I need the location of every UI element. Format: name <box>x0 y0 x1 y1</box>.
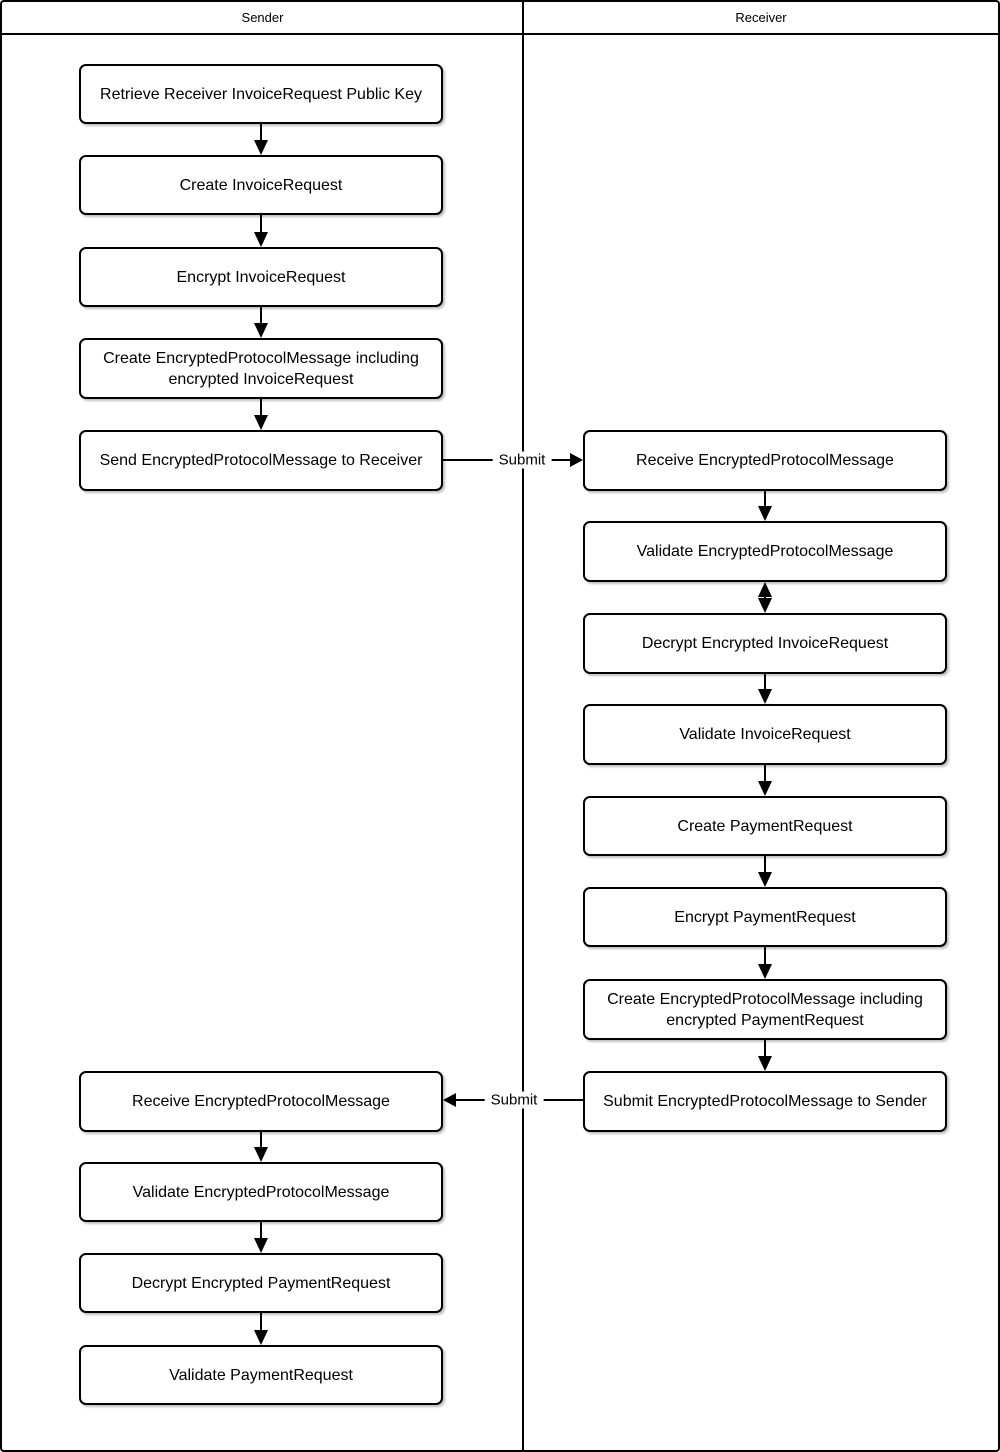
flow-box-encrypt-paymentrequest: Encrypt PaymentRequest <box>583 887 947 947</box>
arrow-line <box>764 491 766 507</box>
arrow-down-icon <box>758 689 772 704</box>
flow-box-validate-epm-sender: Validate EncryptedProtocolMessage <box>79 1162 443 1222</box>
arrow-down-icon <box>254 232 268 247</box>
arrow-line <box>260 1132 262 1148</box>
arrow-right-icon <box>570 453 583 467</box>
flow-box-validate-paymentrequest: Validate PaymentRequest <box>79 1345 443 1405</box>
flow-box-receive-epm-sender: Receive EncryptedProtocolMessage <box>79 1071 443 1132</box>
arrow-line <box>260 124 262 141</box>
swimlane-divider <box>522 2 524 1450</box>
arrow-line <box>260 307 262 324</box>
arrow-down-icon <box>254 1147 268 1162</box>
arrow-line <box>260 215 262 233</box>
flow-box-validate-epm: Validate EncryptedProtocolMessage <box>583 521 947 582</box>
arrow-line <box>764 856 766 873</box>
arrow-down-icon <box>758 506 772 521</box>
arrow-down-icon <box>254 140 268 155</box>
arrow-down-icon <box>758 598 772 613</box>
edge-label-submit-to-sender: Submit <box>484 1091 544 1109</box>
flow-box-decrypt-paymentrequest: Decrypt Encrypted PaymentRequest <box>79 1253 443 1313</box>
flow-box-create-epm-invoicerequest: Create EncryptedProtocolMessage includin… <box>79 338 443 399</box>
arrow-line <box>260 1222 262 1239</box>
arrow-down-icon <box>254 1330 268 1345</box>
flow-box-encrypt-invoicerequest: Encrypt InvoiceRequest <box>79 247 443 307</box>
flow-box-create-epm-paymentrequest: Create EncryptedProtocolMessage includin… <box>583 979 947 1040</box>
arrow-line <box>764 590 766 604</box>
edge-label-submit-to-receiver: Submit <box>492 451 552 469</box>
arrow-down-icon <box>254 323 268 338</box>
flow-box-create-paymentrequest: Create PaymentRequest <box>583 796 947 856</box>
flow-box-retrieve-public-key: Retrieve Receiver InvoiceRequest Public … <box>79 64 443 124</box>
flow-box-create-invoicerequest: Create InvoiceRequest <box>79 155 443 215</box>
lane-header-separator <box>2 33 998 35</box>
arrow-line <box>764 674 766 690</box>
flow-box-receive-epm: Receive EncryptedProtocolMessage <box>583 430 947 491</box>
arrow-down-icon <box>758 964 772 979</box>
flow-box-send-epm-to-receiver: Send EncryptedProtocolMessage to Receive… <box>79 430 443 491</box>
arrow-line <box>764 947 766 965</box>
arrow-line <box>764 1040 766 1057</box>
lane-header-receiver: Receiver <box>735 10 787 25</box>
arrow-down-icon <box>758 1056 772 1071</box>
arrow-line <box>260 1313 262 1331</box>
arrow-down-icon <box>254 415 268 430</box>
arrow-up-icon <box>758 582 772 597</box>
flow-box-submit-epm-to-sender: Submit EncryptedProtocolMessage to Sende… <box>583 1071 947 1132</box>
arrow-line <box>764 765 766 782</box>
arrow-down-icon <box>758 872 772 887</box>
flow-box-decrypt-invoicerequest: Decrypt Encrypted InvoiceRequest <box>583 613 947 674</box>
lane-header-sender: Sender <box>241 10 284 25</box>
arrow-left-icon <box>443 1093 456 1107</box>
arrow-down-icon <box>254 1238 268 1253</box>
arrow-down-icon <box>758 781 772 796</box>
flow-box-validate-invoicerequest: Validate InvoiceRequest <box>583 704 947 765</box>
arrow-line <box>260 399 262 416</box>
